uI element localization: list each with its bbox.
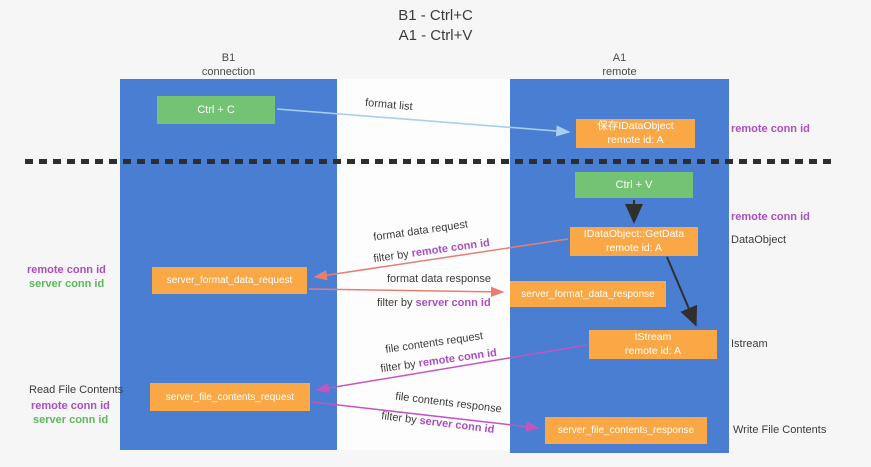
save-idataobject-line1: 保存IDataObject: [597, 119, 674, 132]
left-column-role: connection: [201, 65, 256, 78]
ctrl-c-label: Ctrl + C: [197, 104, 235, 116]
remote-conn-id-label-left-top: remote conn id: [27, 264, 106, 276]
istream-line2: remote id: A: [624, 344, 682, 357]
server-format-data-response-label: server_format_data_response: [521, 288, 655, 300]
title-line-1: B1 - Ctrl+C: [398, 7, 473, 24]
save-idataobject-box: 保存IDataObject remote id: A: [576, 119, 695, 148]
remote-conn-id-label-mid-right: remote conn id: [731, 211, 810, 223]
getdata-line2: remote id: A: [605, 241, 663, 254]
right-column-name: A1: [612, 52, 627, 64]
idataobject-getdata-box: IDataObject::GetData remote id: A: [570, 227, 698, 256]
format-data-response-label: format data response: [387, 273, 491, 285]
server-file-contents-response-label: server_file_contents_response: [557, 425, 695, 436]
dataobject-label: DataObject: [731, 234, 787, 246]
istream-side-label: Istream: [731, 338, 768, 350]
left-column-name: B1: [221, 52, 236, 64]
title-line-2: A1 - Ctrl+V: [398, 26, 473, 44]
getdata-line1: IDataObject::GetData: [583, 227, 685, 240]
phase-separator-dashed-line: [25, 159, 835, 164]
ctrl-v-label: Ctrl + V: [615, 179, 653, 191]
server-conn-id-label-left-top: server conn id: [29, 278, 105, 290]
right-column-header: A1 remote: [510, 52, 729, 80]
server-file-contents-request-box: server_file_contents_request: [150, 383, 310, 411]
istream-box: IStream remote id: A: [589, 330, 717, 359]
server-file-contents-response-box: server_file_contents_response: [545, 417, 707, 444]
ctrl-v-box: Ctrl + V: [575, 172, 693, 198]
server-file-contents-request-label: server_file_contents_request: [165, 391, 295, 403]
remote-conn-id-label-left-bottom: remote conn id: [31, 400, 110, 412]
ctrl-c-box: Ctrl + C: [157, 96, 275, 124]
server-format-data-request-label: server_format_data_request: [166, 275, 293, 286]
server-format-data-response-box: server_format_data_response: [510, 281, 666, 307]
server-conn-id-keyword: server conn id: [415, 297, 491, 309]
diagram-title: B1 - Ctrl+C A1 - Ctrl+V: [0, 6, 871, 45]
read-file-contents-label: Read File Contents: [29, 384, 124, 396]
server-format-data-request-box: server_format_data_request: [152, 267, 307, 294]
left-column-header: B1 connection: [120, 52, 337, 80]
write-file-contents-label: Write File Contents: [733, 424, 827, 436]
istream-line1: IStream: [634, 330, 672, 343]
right-column-role: remote: [602, 65, 637, 78]
server-conn-id-label-left-bottom: server conn id: [33, 414, 109, 426]
remote-conn-id-label-top-right: remote conn id: [731, 123, 810, 135]
filter-by-text: filter by: [377, 297, 413, 309]
save-idataobject-line2: remote id: A: [607, 133, 664, 146]
